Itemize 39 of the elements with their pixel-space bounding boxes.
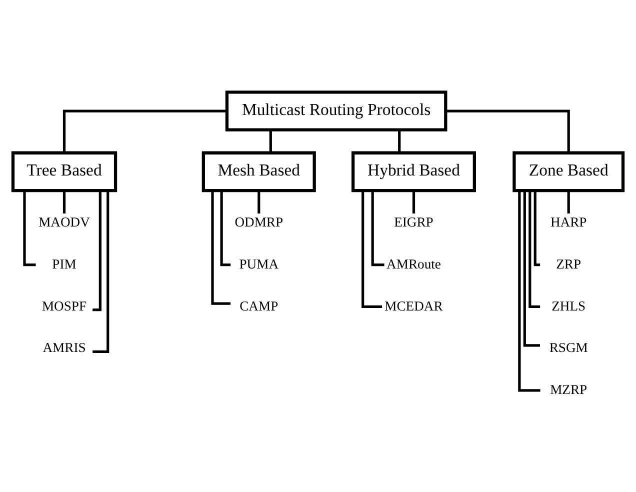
node-text: MZRP (550, 382, 588, 397)
connector (528, 190, 540, 308)
connector (412, 190, 416, 214)
connector (269, 130, 272, 153)
connector (62, 110, 227, 153)
node-text: PUMA (239, 256, 279, 272)
node-text: ZHLS (552, 298, 586, 314)
connector (446, 110, 570, 153)
connector (362, 190, 382, 308)
node-text: MCEDAR (384, 298, 443, 314)
connector (220, 190, 231, 266)
node-box: Multicast Routing Protocols (225, 90, 448, 132)
node-text: ZRP (556, 256, 582, 272)
connector (23, 190, 36, 266)
node-text: HARP (550, 214, 587, 230)
node-text: MOSPF (42, 298, 87, 314)
node-text: CAMP (240, 298, 278, 314)
node-box: Tree Based (11, 151, 118, 192)
node-text: RSGM (549, 340, 588, 356)
node-text: ODMRP (234, 214, 284, 230)
node-text: EIGRP (394, 214, 434, 230)
connector (398, 130, 401, 153)
connector (523, 190, 540, 347)
node-box: Hybrid Based (351, 151, 476, 192)
connector (371, 190, 384, 266)
connector (258, 190, 260, 214)
connector (92, 190, 110, 353)
node-text: PIM (52, 256, 76, 272)
node-text: AMRoute (386, 256, 441, 272)
connector (567, 190, 570, 214)
connector (211, 190, 231, 305)
node-text: MAODV (38, 214, 90, 230)
connector (92, 190, 102, 312)
connector (518, 190, 540, 392)
node-box: Zone Based (512, 151, 625, 192)
node-box: Mesh Based (202, 151, 316, 192)
connector (534, 190, 540, 266)
connector (62, 190, 66, 214)
node-text: AMRIS (42, 340, 86, 356)
